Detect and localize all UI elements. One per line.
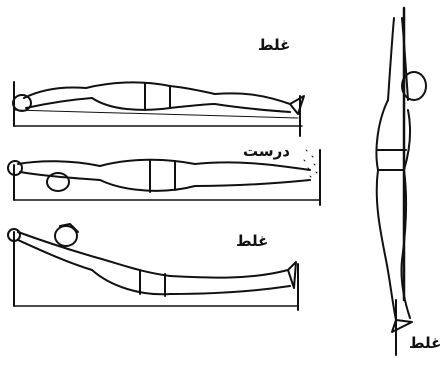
vertical-swimmer-label: غلط: [409, 334, 441, 352]
top-swimmer-label: غلط: [258, 36, 290, 54]
vertical-swimmer-figure: [376, 8, 426, 355]
middle-swimmer-label: درست: [243, 142, 290, 160]
top-swimmer-figure: [13, 82, 304, 136]
bottom-swimmer-label: غلط: [236, 232, 268, 250]
